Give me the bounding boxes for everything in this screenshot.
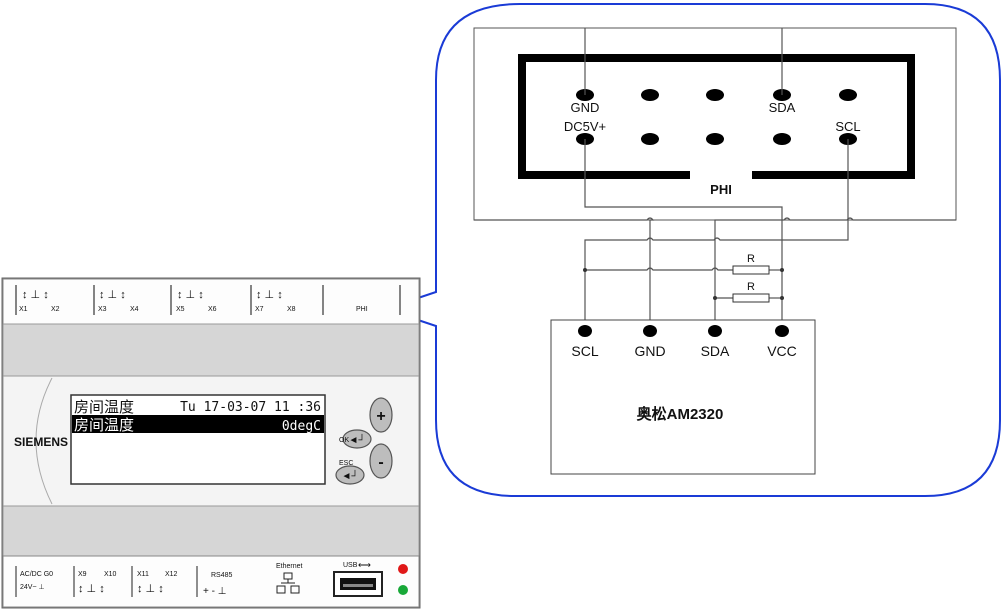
sensor-pin-gnd bbox=[643, 325, 657, 337]
terminal-symbols: ↕ ⊥ ↕ bbox=[256, 289, 283, 301]
sensor-pin-sda bbox=[708, 325, 722, 337]
top-terminal-strip: ↕ ⊥ ↕ ↕ ⊥ ↕ ↕ ⊥ ↕ ↕ ⊥ ↕ X1 X2 X3 X4 X5 X… bbox=[2, 278, 420, 325]
esc-button[interactable] bbox=[335, 465, 365, 485]
junction bbox=[713, 296, 717, 300]
usb-label: USB bbox=[343, 562, 358, 569]
plus-button-label: + bbox=[376, 408, 385, 425]
pin bbox=[706, 133, 724, 145]
sensor-pin-label: GND bbox=[634, 343, 665, 359]
sensor-am2320: SCL GND SDA VCC 奥松AM2320 bbox=[550, 319, 816, 475]
enter-icon: ◄┘ bbox=[349, 433, 366, 446]
status-led-red bbox=[398, 564, 408, 574]
sensor-name: 奥松AM2320 bbox=[637, 405, 724, 423]
pin bbox=[773, 133, 791, 145]
terminal-label: X11 bbox=[137, 571, 149, 578]
plus-button[interactable] bbox=[369, 397, 393, 433]
pin-label-dc5v: DC5V+ bbox=[564, 119, 606, 134]
sensor-pin-scl bbox=[578, 325, 592, 337]
pin bbox=[839, 89, 857, 101]
sensor-pin-label: VCC bbox=[767, 343, 797, 359]
terminal-label: X4 bbox=[130, 306, 139, 313]
lcd-row2-value: 0degC bbox=[282, 419, 321, 434]
ok-button-label: OK bbox=[339, 437, 349, 444]
front-panel: SIEMENS 房间温度 Tu 17-03-07 11 :36 房间温度 0de… bbox=[2, 375, 420, 507]
minus-button-label: - bbox=[378, 454, 383, 471]
phi-port-label: PHI bbox=[356, 306, 368, 313]
rs485-label: RS485 bbox=[211, 572, 233, 579]
esc-button-label: ESC bbox=[339, 460, 353, 467]
sensor-pin-label: SCL bbox=[571, 343, 598, 359]
junction bbox=[780, 268, 784, 272]
minus-button[interactable] bbox=[369, 443, 393, 479]
resistor-label: R bbox=[747, 253, 755, 265]
lcd-row1-label: 房间温度 bbox=[74, 398, 134, 416]
junction bbox=[583, 268, 587, 272]
phi-connector-title: PHI bbox=[710, 182, 732, 197]
bottom-terminal-strip: AC/DC G0 24V~ ⊥ X9 X10 X11 X12 RS485 Eth… bbox=[2, 555, 420, 608]
power-label: 24V~ ⊥ bbox=[20, 584, 45, 591]
junctions bbox=[583, 268, 784, 300]
housing-band-upper bbox=[2, 323, 420, 377]
resistor-1: R bbox=[732, 253, 770, 275]
lcd-row1-datetime: Tu 17-03-07 11 :36 bbox=[180, 400, 321, 415]
sensor-pin-vcc bbox=[775, 325, 789, 337]
pin-label-scl: SCL bbox=[835, 119, 860, 134]
ethernet-icon bbox=[276, 572, 300, 594]
pin bbox=[641, 133, 659, 145]
brand-logo: SIEMENS bbox=[14, 435, 68, 449]
status-led-green bbox=[398, 585, 408, 595]
terminal-label: X6 bbox=[208, 306, 217, 313]
pin bbox=[641, 89, 659, 101]
terminal-label: X2 bbox=[51, 306, 60, 313]
terminal-symbols: ↕ ⊥ ↕ bbox=[99, 289, 126, 301]
terminal-symbols: ↕ ⊥ ↕ bbox=[137, 583, 164, 595]
usb-icon: ⟷ bbox=[358, 560, 371, 570]
terminal-label: X3 bbox=[98, 306, 107, 313]
housing-band-lower bbox=[2, 505, 420, 557]
power-label: AC/DC G0 bbox=[20, 571, 53, 578]
terminal-label: X7 bbox=[255, 306, 264, 313]
pin-label-gnd: GND bbox=[571, 100, 600, 115]
ethernet-label: Ethernet bbox=[276, 563, 303, 570]
terminal-label: X10 bbox=[104, 571, 117, 578]
sensor-pin-label: SDA bbox=[701, 343, 730, 359]
terminal-symbols: ↕ ⊥ ↕ bbox=[177, 289, 204, 301]
terminal-label: X12 bbox=[165, 571, 178, 578]
keypad: + - ◄┘ OK ◄┘ ESC bbox=[335, 397, 393, 485]
terminal-label: X1 bbox=[19, 306, 28, 313]
phi-connector: PHI GND SDA DC5V+ SCL bbox=[473, 27, 957, 221]
lcd-row2-label: 房间温度 bbox=[74, 416, 134, 434]
junction bbox=[780, 296, 784, 300]
terminal-symbols: ↕ ⊥ ↕ bbox=[78, 583, 105, 595]
pin bbox=[706, 89, 724, 101]
back-icon: ◄┘ bbox=[342, 469, 359, 482]
lcd-display: 房间温度 Tu 17-03-07 11 :36 房间温度 0degC bbox=[70, 394, 326, 485]
terminal-label: X9 bbox=[78, 571, 87, 578]
terminal-symbols: ↕ ⊥ ↕ bbox=[22, 289, 49, 301]
resistor-2: R bbox=[732, 281, 770, 303]
ok-button[interactable] bbox=[342, 429, 372, 449]
lcd-row2-highlight bbox=[72, 415, 324, 433]
pin-label-sda: SDA bbox=[769, 100, 796, 115]
resistor-label: R bbox=[747, 281, 755, 293]
plc-controller: ↕ ⊥ ↕ ↕ ⊥ ↕ ↕ ⊥ ↕ ↕ ⊥ ↕ X1 X2 X3 X4 X5 X… bbox=[1, 277, 421, 609]
terminal-label: X8 bbox=[287, 306, 296, 313]
usb-port[interactable] bbox=[333, 571, 383, 597]
terminal-label: X5 bbox=[176, 306, 185, 313]
rs485-pins: + - ⊥ bbox=[203, 586, 226, 597]
callout-bubble bbox=[381, 3, 1001, 497]
